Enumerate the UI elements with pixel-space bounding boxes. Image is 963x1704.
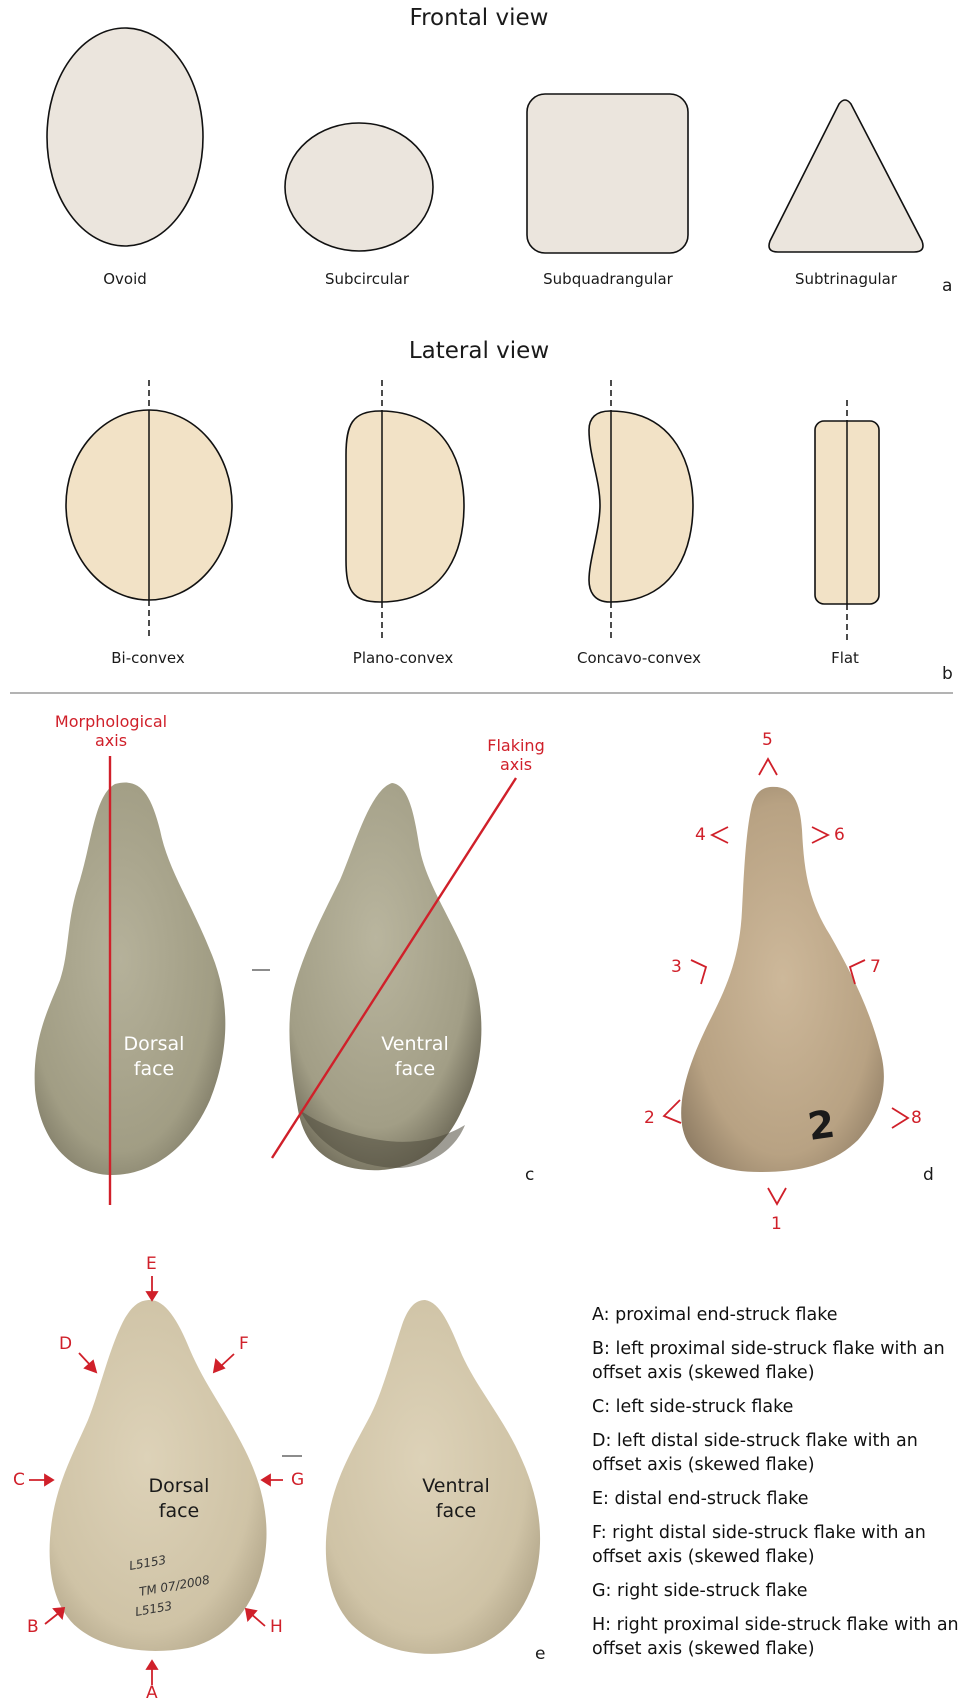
arrow-C (29, 1475, 53, 1485)
legend-item-F: F: right distal side-struck flake with a… (592, 1521, 963, 1569)
chevron-3 (691, 960, 706, 984)
lateral-shapes (66, 410, 879, 604)
panel-letter-a: a (942, 276, 952, 296)
lateral-axes (149, 380, 847, 640)
chevron-5 (759, 759, 777, 775)
flake-letter-H: H (270, 1617, 283, 1637)
lateral-label-flat: Flat (745, 649, 945, 667)
legend-item-G: G: right side-struck flake (592, 1579, 963, 1603)
flake-letter-A: A (146, 1683, 158, 1703)
dorsal-stone-c (35, 783, 226, 1175)
legend-item-A: A: proximal end-struck flake (592, 1303, 963, 1327)
panel-letter-d: d (923, 1165, 934, 1185)
chevron-2 (664, 1100, 681, 1123)
lateral-label-planoconvex: Plano-convex (303, 649, 503, 667)
chevron-1 (768, 1188, 786, 1204)
panel-letter-b: b (942, 664, 953, 684)
subtriangular-shape (769, 100, 923, 252)
flake-number-1: 1 (771, 1214, 782, 1234)
arrow-A (147, 1661, 157, 1685)
flake-letter-B: B (27, 1617, 39, 1637)
frontal-label-subcircular: Subcircular (267, 270, 467, 288)
legend-item-H: H: right proximal side-struck flake with… (592, 1613, 963, 1661)
chevron-8 (892, 1108, 908, 1128)
flake-letter-E: E (146, 1254, 157, 1274)
flake-number-2: 2 (644, 1108, 655, 1128)
legend-item-D: D: left distal side-struck flake with an… (592, 1429, 963, 1477)
ventral-stone-c (289, 783, 481, 1170)
arrow-D (79, 1353, 96, 1372)
flake-number-5: 5 (762, 730, 773, 750)
chevron-4 (712, 827, 728, 843)
frontal-view-title: Frontal view (329, 5, 629, 31)
flake-letter-F: F (239, 1334, 249, 1354)
arrow-F (214, 1354, 234, 1372)
flake-number-7: 7 (870, 957, 881, 977)
lateral-label-concavoconvex: Concavo-convex (539, 649, 739, 667)
flake-number-6: 6 (834, 825, 845, 845)
planoconvex-shape (346, 411, 464, 602)
flake-type-legend: A: proximal end-struck flake B: left pro… (592, 1303, 963, 1661)
concavoconvex-shape (589, 411, 693, 602)
legend-item-E: E: distal end-struck flake (592, 1487, 963, 1511)
panel-letter-e: e (535, 1644, 545, 1664)
flake-letter-D: D (59, 1334, 72, 1354)
lateral-view-title: Lateral view (329, 338, 629, 364)
arrow-G (262, 1475, 283, 1485)
frontal-shapes (47, 28, 923, 253)
legend-item-C: C: left side-struck flake (592, 1395, 963, 1419)
subcircular-shape (285, 123, 433, 251)
lateral-label-biconvex: Bi-convex (48, 649, 248, 667)
arrow-E (147, 1276, 157, 1300)
frontal-label-ovoid: Ovoid (25, 270, 225, 288)
arrow-B (45, 1608, 64, 1624)
ovoid-shape (47, 28, 203, 246)
chevron-6 (812, 827, 828, 843)
frontal-label-subtriangular: Subtrinagular (746, 270, 946, 288)
flake-letter-C: C (13, 1470, 25, 1490)
legend-item-B: B: left proximal side-struck flake with … (592, 1337, 963, 1385)
flake-number-4: 4 (695, 825, 706, 845)
subquadrangular-shape (527, 94, 688, 253)
arrow-H (246, 1609, 265, 1626)
flake-number-3: 3 (671, 957, 682, 977)
flake-letter-G: G (291, 1470, 304, 1490)
frontal-label-subquadrangular: Subquadrangular (508, 270, 708, 288)
flake-number-8: 8 (911, 1108, 922, 1128)
panel-letter-c: c (525, 1165, 534, 1185)
